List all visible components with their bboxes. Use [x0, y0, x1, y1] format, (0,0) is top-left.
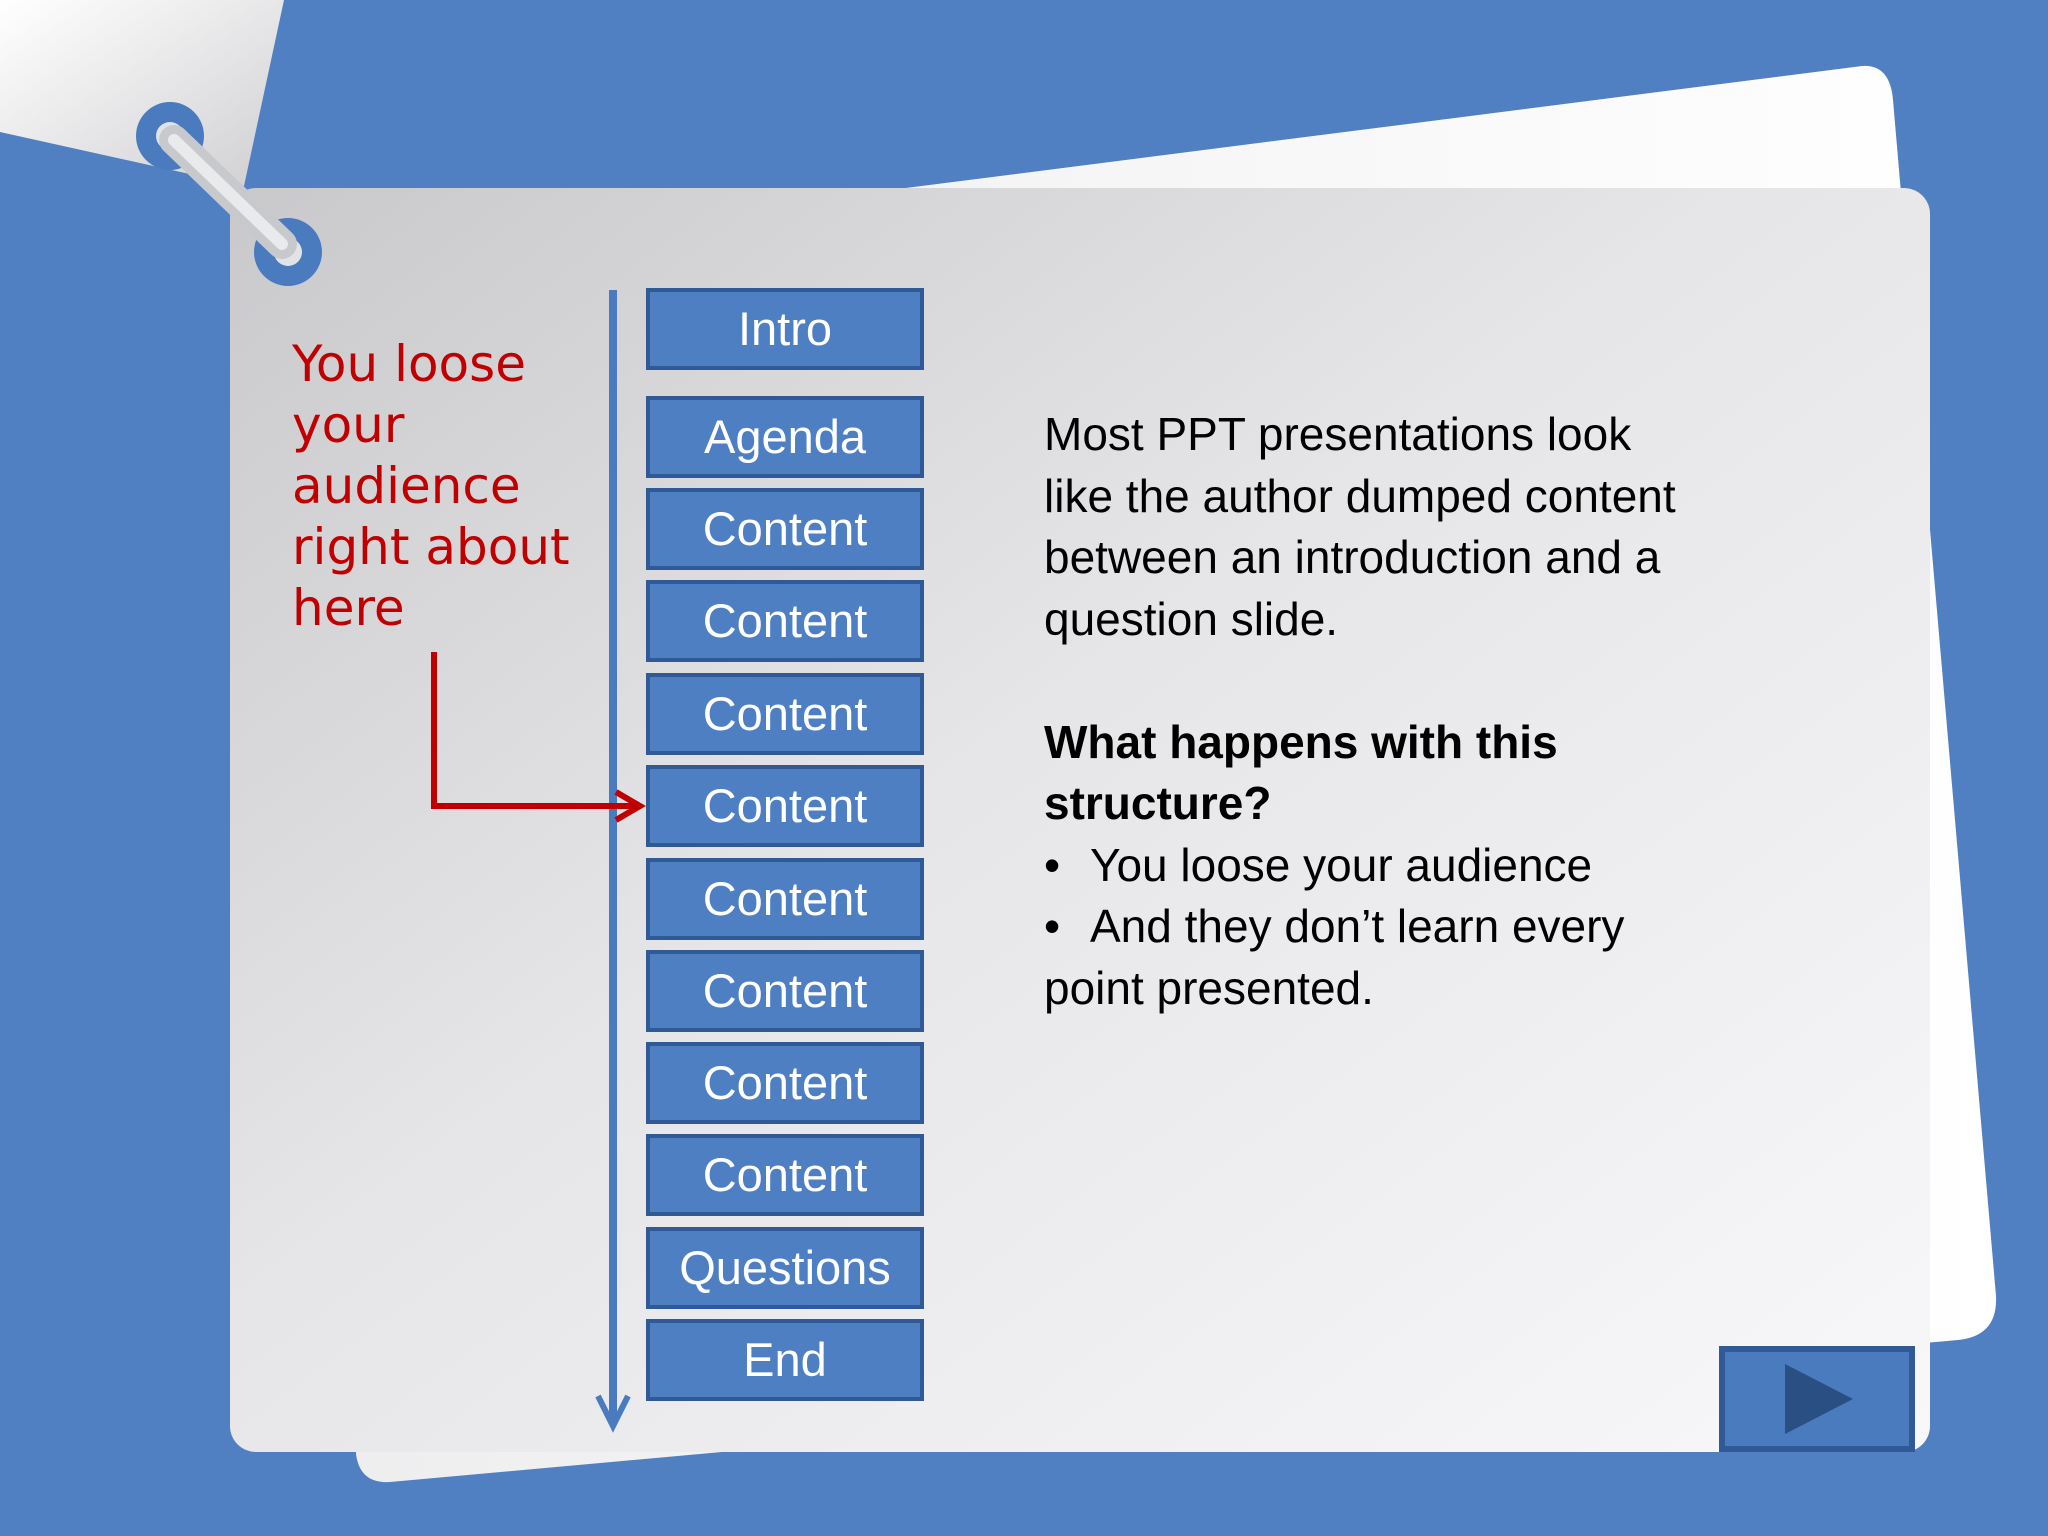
callout-arrowhead	[614, 789, 646, 823]
sequence-item-end: End	[646, 1319, 924, 1401]
intro-line-4: question slide.	[1044, 592, 1339, 645]
bullet-continuation: point presented.	[1044, 961, 1374, 1014]
sequence-item-content: Content	[646, 765, 924, 847]
sequence-item-content: Content	[646, 580, 924, 662]
play-triangle-icon	[1785, 1364, 1853, 1434]
sequence-item-content: Content	[646, 673, 924, 755]
bullet-dot: •	[1044, 900, 1061, 952]
sequence-item-content: Content	[646, 858, 924, 940]
bullet-dot: •	[1044, 838, 1061, 891]
paragraph-spacer	[1044, 650, 1804, 712]
body-text: Most PPT presentations look like the aut…	[1044, 404, 1804, 1019]
question-heading-line-2: structure?	[1044, 777, 1272, 829]
question-heading-line-1: What happens with this	[1044, 715, 1558, 768]
folded-corner	[0, 0, 284, 186]
bullet-text: And they don’t learn every	[1090, 900, 1625, 952]
bullet-item: • And they don’t learn every	[1044, 896, 1804, 958]
annotation-text: You loose your audience right about here	[292, 335, 570, 637]
sequence-item-agenda: Agenda	[646, 396, 924, 478]
bullet-item: • You loose your audience	[1044, 835, 1804, 897]
binder-ring-icon	[136, 102, 322, 286]
sequence-item-content: Content	[646, 488, 924, 570]
bullet-text: You loose your audience	[1090, 838, 1593, 891]
intro-line-2: like the author dumped content	[1044, 469, 1676, 522]
sequence-item-content: Content	[646, 950, 924, 1032]
intro-line-1: Most PPT presentations look	[1044, 408, 1632, 460]
next-slide-button[interactable]	[1719, 1346, 1915, 1452]
sequence-item-intro: Intro	[646, 288, 924, 370]
callout-arrow	[431, 652, 638, 809]
sequence-item-questions: Questions	[646, 1227, 924, 1309]
timeline-arrowhead	[595, 1394, 631, 1433]
sequence-item-content: Content	[646, 1134, 924, 1216]
intro-line-3: between an introduction and a	[1044, 531, 1661, 583]
sequence-item-content: Content	[646, 1042, 924, 1124]
